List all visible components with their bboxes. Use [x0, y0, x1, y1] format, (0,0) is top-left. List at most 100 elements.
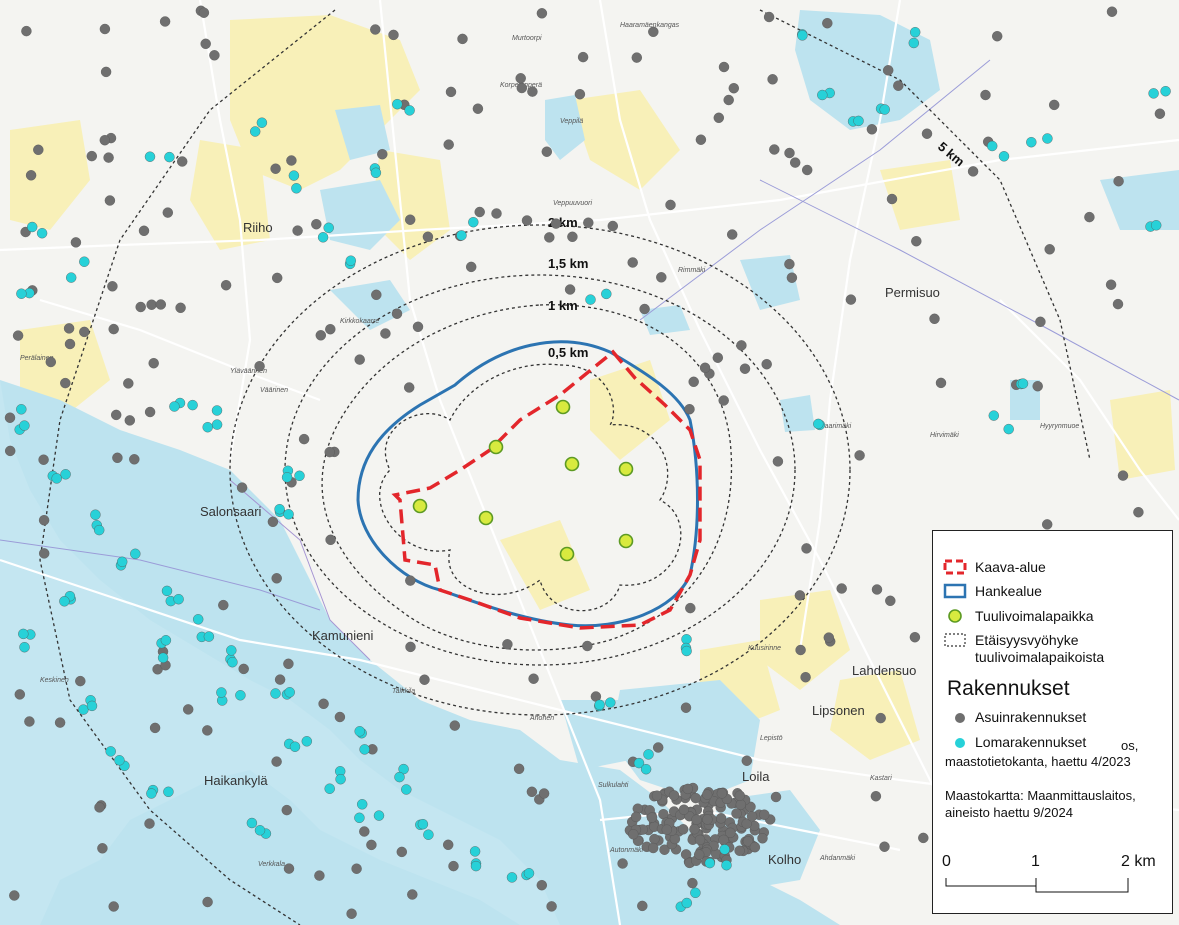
asuinrakennus-dot: [536, 8, 548, 19]
asuinrakennus-dot: [25, 170, 37, 181]
lomarakennus-dot: [404, 105, 415, 116]
lomarakennus-dot: [202, 422, 213, 433]
asuinrakennus-dot: [718, 61, 730, 73]
asuinrakennus-dot: [254, 361, 265, 372]
asuinrakennus-dot: [99, 134, 111, 146]
asuinrakennus-dot: [871, 584, 883, 595]
lomarakennus-dot: [817, 89, 828, 101]
ring-label-0-5km: 0,5 km: [548, 345, 588, 360]
lomarakennus-dot: [19, 420, 30, 431]
asuinrakennus-dot: [784, 258, 795, 270]
lomarakennus-dot: [681, 645, 692, 657]
asuinrakennus-dot: [218, 599, 229, 611]
asuinrakennus-dot: [845, 294, 857, 305]
lomarakennus-dot: [853, 115, 864, 127]
lomarakennus-dot: [288, 170, 300, 181]
asuinrakennus-dot: [220, 280, 232, 291]
turbine-site: [618, 533, 634, 549]
asuinrakennus-dot: [9, 890, 20, 901]
asuinrakennus-dot: [886, 193, 898, 205]
lomarakennus-dot: [105, 746, 116, 757]
lomarakennus-dot: [289, 741, 301, 752]
lomarakennus-dot: [254, 825, 266, 836]
asuinrakennus-dot: [466, 261, 477, 273]
place-label-permisuo: Permisuo: [885, 285, 940, 300]
legend-label-kaava-alue: Kaava-alue: [975, 559, 1046, 575]
asuinrakennus-dot: [967, 166, 979, 177]
lomarakennus-dot: [246, 817, 258, 829]
asuinrakennus-dot: [648, 26, 659, 37]
zone-0-5km: [379, 363, 682, 612]
asuinrakennus-dot: [33, 144, 44, 156]
place-label-ahdanmaki: Ahdanmäki: [819, 855, 855, 862]
asuinrakennus-dot: [656, 272, 667, 283]
asuinrakennus-dot: [909, 632, 921, 643]
zone-5km: [39, 9, 1091, 925]
asuinrakennus-dot: [405, 575, 416, 586]
asuinrakennus-dot: [694, 849, 705, 860]
lomarakennus-dot: [354, 726, 365, 737]
lomarakennus-dot: [605, 697, 616, 708]
lomarakennus-dot: [681, 634, 692, 645]
asuinrakennus-dot: [639, 303, 650, 315]
place-label-kuusirinne: Kuusirinne: [748, 645, 781, 652]
asuinrakennus-dot: [107, 281, 118, 292]
asuinrakennus-dot: [875, 712, 886, 724]
asuinrakennus-dot: [583, 217, 594, 228]
place-label-lepisto: Lepistö: [760, 735, 783, 742]
asuinrakennus-dot: [12, 330, 24, 341]
asuinrakennus-dot: [746, 811, 758, 822]
lomarakennus-dot: [283, 509, 294, 520]
asuinrakennus-dot: [272, 272, 283, 284]
lomarakennus-dot: [281, 472, 293, 483]
asuinrakennus-dot: [443, 839, 454, 850]
asuinrakennus-dot: [757, 833, 768, 844]
asuinrakennus-dot: [911, 235, 922, 247]
asuinrakennus-dot: [728, 82, 739, 94]
asuinrakennus-dot: [544, 232, 555, 243]
asuinrakennus-dot: [607, 220, 618, 232]
lomarakennus-dot: [633, 757, 645, 769]
asuinrakennus-dot: [21, 25, 32, 37]
asuinrakennus-dot: [577, 51, 589, 63]
legend-heading-rakennukset: Rakennukset: [947, 677, 1070, 700]
legend-source-2-line1: Maastokartta: Maanmittauslaitos,: [945, 788, 1136, 803]
lomarakennus-dot: [357, 799, 368, 810]
asuinrakennus-dot: [445, 86, 457, 98]
place-label-hyyrynmuoe: Hyyrynmuoe: [1040, 423, 1079, 430]
asuinrakennus-dot: [688, 376, 699, 387]
asuinrakennus-dot: [135, 301, 146, 313]
asuinrakennus-dot: [236, 482, 248, 493]
lomarakennus-dot: [51, 473, 62, 484]
lomarakennus-dot: [998, 151, 1010, 162]
asuinrakennus-dot: [274, 674, 286, 685]
lomarakennus-dot: [1017, 378, 1029, 389]
lomarakennus-dot: [93, 524, 105, 536]
asuinrakennus-dot: [582, 640, 593, 652]
asuinrakennus-dot: [528, 673, 539, 684]
asuinrakennus-dot: [457, 33, 468, 45]
lomarakennus-dot: [523, 868, 535, 879]
asuinrakennus-dot: [668, 790, 680, 801]
place-label-rimmaki: Rimmäki: [678, 267, 706, 274]
asuinrakennus-dot: [653, 742, 664, 753]
asuinrakennus-dot: [1032, 381, 1043, 392]
lomarakennus-dot: [1042, 133, 1053, 144]
lomarakennus-dot: [354, 812, 365, 823]
red-dashed-boundary-icon: [943, 559, 967, 575]
lomarakennus-dot: [164, 151, 175, 163]
asuinrakennus-dot: [992, 31, 1003, 42]
lomarakennus-dot: [169, 401, 180, 412]
asuinrakennus-dot: [723, 94, 734, 106]
asuinrakennus-dot: [854, 450, 865, 461]
asuinrakennus-dot: [516, 82, 527, 94]
asuinrakennus-dot: [691, 814, 702, 825]
lomarakennus-dot: [27, 221, 38, 233]
asuinrakennus-dot: [739, 363, 751, 374]
lomarakennus-dot: [1148, 88, 1159, 99]
asuinrakennus-dot: [716, 788, 728, 799]
lomarakennus-dot: [130, 548, 141, 559]
lomarakennus-dot: [506, 872, 518, 883]
asuinrakennus-dot: [678, 824, 689, 835]
